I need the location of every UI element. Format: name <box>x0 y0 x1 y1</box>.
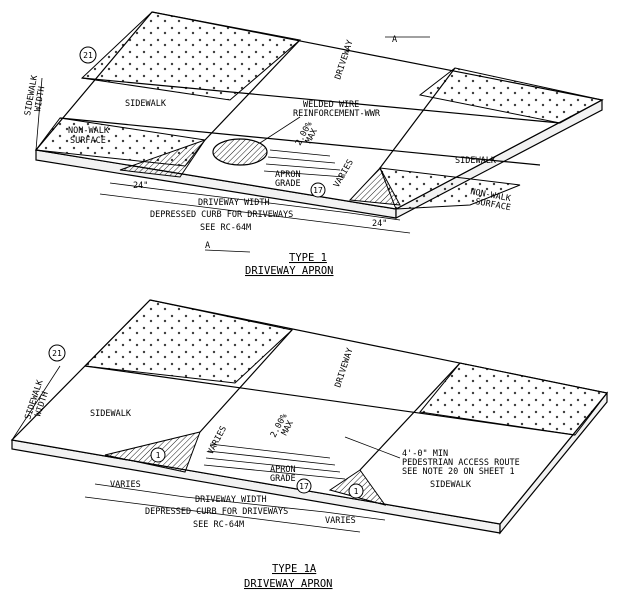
type1a-dim-depressed-curb <box>84 496 361 533</box>
type1a-driveway-right-edge <box>359 362 461 471</box>
svg-text:21: 21 <box>52 349 62 358</box>
type1-nonwalk-left-2: SURFACE <box>70 136 106 146</box>
type1a-apron-grade-lines <box>203 443 346 480</box>
type1-sidewalk-right-label: SIDEWALK <box>455 156 497 166</box>
type1a-dim-sidewalk-width <box>11 365 61 441</box>
svg-text:17: 17 <box>299 482 309 491</box>
type1-grass-left <box>80 11 302 101</box>
type1-flare-right <box>348 167 401 206</box>
type1a-depressed-curb-label: DEPRESSED CURB FOR DRIVEWAYS <box>145 507 288 517</box>
type1-wwr-label-1: WELDED WIRE <box>303 100 359 110</box>
type1-dim-24-left <box>109 182 181 193</box>
type1-note-17: 17 <box>310 182 326 198</box>
type1a-driveway-left-edge <box>199 329 293 433</box>
type1-sidewalk-back-edge <box>81 77 561 124</box>
type1a-apron-label-2: GRADE <box>270 474 296 484</box>
type1a-driveway-width-label: DRIVEWAY WIDTH <box>195 495 267 505</box>
type1-sidewalk-left-label: SIDEWALK <box>125 99 167 109</box>
type1-apron-grade-lines <box>263 149 346 178</box>
type1a-varies-left-label: VARIES <box>110 480 141 490</box>
type1a-par-label-1: 4'-0" MIN <box>402 449 448 459</box>
type1a-sidewalk-left-label: SIDEWALK <box>90 409 132 419</box>
type1-apron-label-1: APRON <box>275 170 301 180</box>
svg-text:17: 17 <box>313 186 323 195</box>
type1a-subtitle: DRIVEWAY APRON <box>244 578 333 590</box>
type1a-title: TYPE 1A <box>272 563 317 575</box>
type1a-par-label-2: PEDESTRIAN ACCESS ROUTE <box>402 458 520 468</box>
type1-see-ref-label: SEE RC-64M <box>200 223 251 233</box>
type1-dim-driveway-width <box>179 191 351 214</box>
type1-depressed-curb-label: DEPRESSED CURB FOR DRIVEWAYS <box>150 210 293 220</box>
svg-text:21: 21 <box>83 51 93 60</box>
type1a-dim-varies-left <box>94 483 186 498</box>
type1a-sidewalk-right-label: SIDEWALK <box>430 480 472 490</box>
type1-drawing: DRIVEWAY SIDEWALK SIDEWALK SIDEWALK WIDT… <box>23 11 604 277</box>
type1a-note-1-right: 1 <box>348 483 364 499</box>
type1-nonwalk-left-1: NON-WALK <box>68 126 110 136</box>
svg-text:1: 1 <box>354 487 359 496</box>
type1a-apron-label-1: APRON <box>270 465 296 475</box>
type1-wwr-leader <box>259 116 301 144</box>
type1-sidewalk-width-label-2: WIDTH <box>33 86 47 113</box>
type1-dim-24-right-label: 24" <box>372 219 387 229</box>
type1-apron-label-2: GRADE <box>275 179 301 189</box>
type1-dim-sidewalk-width <box>35 77 43 151</box>
type1a-drawing: DRIVEWAY SIDEWALK SIDEWALK SIDEWALK WIDT… <box>10 299 609 590</box>
type1-subtitle: DRIVEWAY APRON <box>245 265 334 277</box>
type1a-note-21: 21 <box>48 344 66 362</box>
type1a-par-label-3: SEE NOTE 20 ON SHEET 1 <box>402 467 515 477</box>
type1-driveway-left-edge <box>204 39 301 141</box>
type1-dim-24-left-label: 24" <box>133 181 148 191</box>
type1a-dim-varies-right <box>324 511 386 521</box>
type1-title: TYPE 1 <box>289 252 327 264</box>
type1a-note-17: 17 <box>296 478 312 494</box>
type1-wwr-mesh <box>212 138 268 166</box>
svg-text:1: 1 <box>156 451 161 460</box>
type1-section-mark-top: A <box>392 35 397 45</box>
type1a-par-leader <box>344 436 401 459</box>
type1-flare-left <box>119 139 207 178</box>
type1-driveway-right-edge <box>379 67 456 169</box>
type1a-grass-left <box>83 299 294 384</box>
type1-dim-depressed-curb <box>99 193 411 234</box>
type1a-dim-driveway-width <box>184 496 326 513</box>
type1-wwr-label-2: REINFORCEMENT-WWR <box>293 109 381 119</box>
type1-sidewalk-front-edge <box>59 117 541 166</box>
type1-section-mark-bottom: A <box>205 241 210 251</box>
type1-section-cut-bottom <box>204 249 251 253</box>
type1a-sidewalk-back-edge <box>84 365 576 436</box>
type1-note-21: 21 <box>79 46 97 64</box>
type1a-note-1-left: 1 <box>150 447 166 463</box>
type1-dim-24-right <box>349 212 401 221</box>
type1a-varies-right-label: VARIES <box>325 516 356 526</box>
type1-driveway-width-label: DRIVEWAY WIDTH <box>198 198 270 208</box>
type1a-see-ref-label: SEE RC-64M <box>193 520 244 530</box>
